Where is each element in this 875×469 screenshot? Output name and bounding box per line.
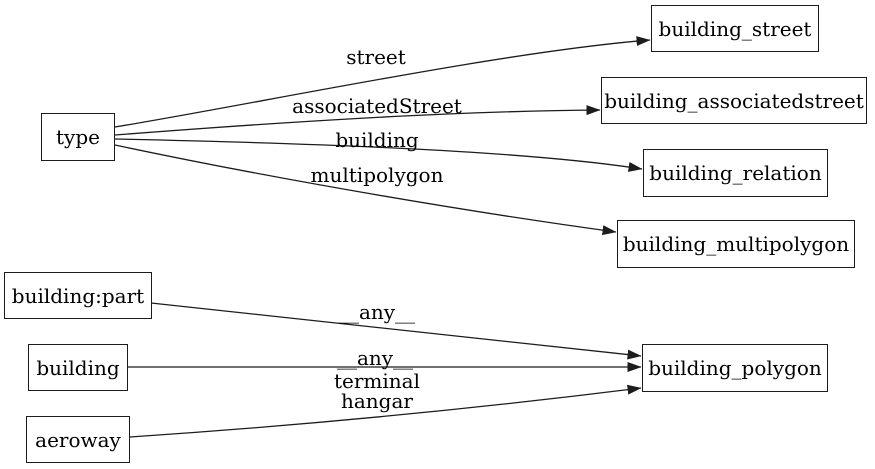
edge-label-type-to-building_relation: building [335,128,419,152]
edge-type-to-building_multipolygon [114,144,617,236]
edge-label-aeroway-to-building_polygon: terminal hangar [334,369,420,413]
edge-aeroway-to-building_polygon [129,384,642,438]
edge-label-building-part-to-building_polygon: __any__ [338,300,416,324]
node-building_relation: building_relation [643,149,828,197]
edge-label-type-to-building_multipolygon: multipolygon [310,163,444,187]
node-building_street: building_street [651,5,819,52]
node-building: building [28,344,128,391]
node-building-part: building:part [4,272,152,319]
node-type: type [41,113,115,161]
edge-type-to-building_street [114,36,651,128]
edge-type-to-building_associatedstreet [114,105,601,136]
edge-label-building-to-building_polygon: __any__ [336,346,414,370]
node-aeroway: aeroway [26,416,130,463]
node-building_associatedstreet: building_associatedstreet [601,77,867,124]
edge-building-part-to-building_polygon [150,302,642,360]
node-building_polygon: building_polygon [642,344,828,392]
node-building_multipolygon: building_multipolygon [617,220,855,268]
edge-label-type-to-building_associatedstreet: associatedStreet [292,94,462,118]
edge-type-to-building_relation [114,138,643,172]
edge-label-type-to-building_street: street [346,45,406,69]
